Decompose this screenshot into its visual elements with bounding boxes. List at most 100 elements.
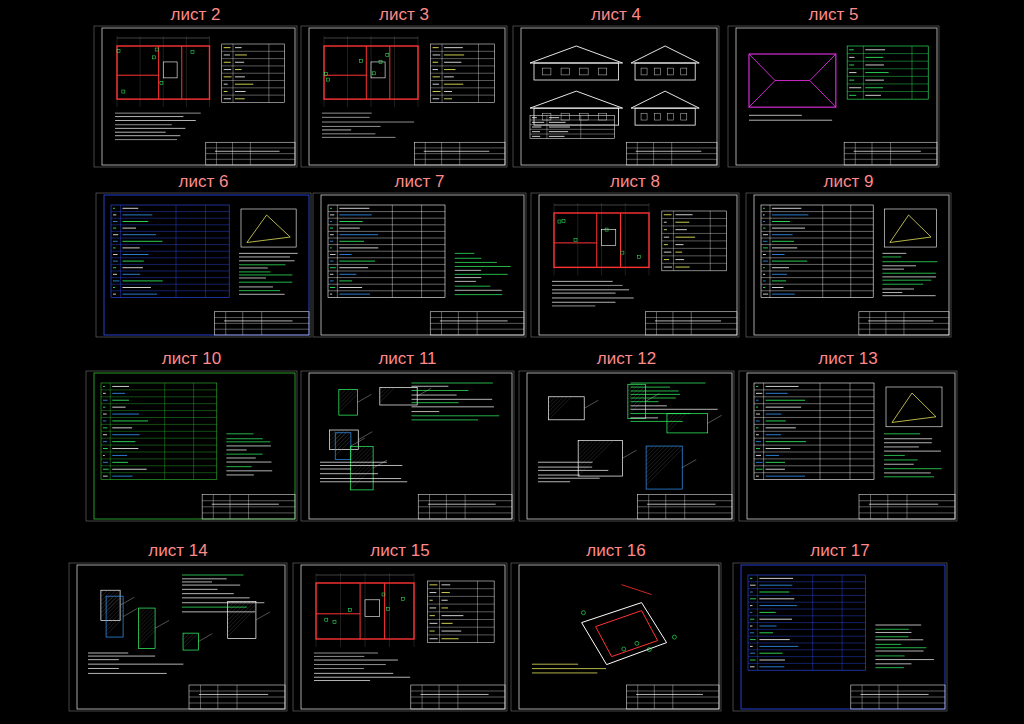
drawing-rect <box>325 73 328 76</box>
drawing-line <box>552 289 629 290</box>
drawing-line <box>530 119 615 120</box>
drawing-line <box>328 238 445 239</box>
drawing-line <box>775 80 810 81</box>
drawing-line <box>675 237 695 238</box>
sheet-label: лист 8 <box>530 171 740 192</box>
drawing-line <box>812 575 813 670</box>
drawing-line <box>328 271 445 272</box>
sheet-label: лист 11 <box>300 348 515 370</box>
sheet-drawing <box>745 192 952 338</box>
drawing-line <box>103 476 108 477</box>
drawing-line <box>875 644 901 645</box>
drawing-rect <box>335 433 351 460</box>
drawing-outline <box>892 393 936 422</box>
drawing-line <box>772 221 790 222</box>
drawing-line <box>228 602 243 617</box>
drawing-rect <box>542 113 550 120</box>
drawing-line <box>549 122 566 123</box>
drawing-line <box>849 49 854 50</box>
drawing-line <box>538 478 600 479</box>
drawing-line <box>239 277 266 278</box>
drawing-line <box>113 208 115 209</box>
drawing-line <box>455 266 511 267</box>
drawing-line <box>139 611 156 628</box>
drawing-line <box>430 615 435 616</box>
drawing-line <box>239 260 295 261</box>
drawing-line <box>763 247 768 248</box>
drawing-line <box>756 448 760 449</box>
drawing-line <box>710 211 711 271</box>
drawing-rect <box>333 621 336 624</box>
drawing-line <box>444 62 461 63</box>
drawing-line <box>444 98 452 99</box>
drawing-line <box>879 685 880 709</box>
sheet-label: лист 16 <box>510 539 722 562</box>
drawing-rect <box>94 26 297 167</box>
drawing-line <box>847 91 928 92</box>
drawing-line <box>756 441 761 442</box>
drawing-line <box>766 434 782 435</box>
drawing-line <box>226 438 262 439</box>
sheet-label: лист 7 <box>312 171 527 192</box>
drawing-line <box>754 403 874 404</box>
drawing-sheet: лист 6 <box>95 171 312 338</box>
drawing-rect <box>316 583 414 639</box>
drawing-line <box>554 242 597 243</box>
drawing-line <box>549 127 570 128</box>
drawing-line <box>662 225 727 226</box>
drawing-line <box>477 581 478 643</box>
sheet-drawing <box>68 562 288 712</box>
drawing-rect <box>736 28 937 165</box>
drawing-line <box>862 685 863 709</box>
drawing-line <box>872 142 873 165</box>
drawing-line <box>766 441 806 442</box>
drawing-rect <box>348 608 351 611</box>
drawing-line <box>330 254 336 255</box>
drawing-line <box>101 424 217 425</box>
drawing-rect <box>654 113 660 120</box>
drawing-rect <box>86 371 297 521</box>
drawing-line <box>749 120 832 121</box>
drawing-line <box>442 638 459 639</box>
drawing-line <box>330 280 334 281</box>
drawing-rect <box>350 446 373 490</box>
drawing-line <box>113 274 117 275</box>
drawing-line <box>761 238 873 239</box>
drawing-line <box>182 581 212 582</box>
drawing-line <box>110 383 111 480</box>
drawing-line <box>756 420 760 421</box>
drawing-line <box>88 659 119 660</box>
tree-symbol <box>672 635 676 639</box>
drawing-line <box>261 312 262 335</box>
drawing-line <box>421 694 489 695</box>
drawing-rect <box>117 46 210 99</box>
drawing-line <box>117 75 159 76</box>
drawing-rect <box>206 142 295 165</box>
drawing-line <box>865 49 885 50</box>
drawing-line <box>428 504 496 505</box>
drawing-line <box>682 460 696 468</box>
drawing-line <box>875 639 923 640</box>
drawing-line <box>412 406 494 407</box>
drawing-line <box>328 218 445 219</box>
drawing-line <box>239 267 268 268</box>
drawing-sheet: лист 3 <box>300 4 508 168</box>
drawing-line <box>766 414 782 415</box>
drawing-line <box>183 633 186 636</box>
drawing-line <box>324 75 366 76</box>
drawing-line <box>673 211 674 271</box>
drawing-rect <box>309 373 512 519</box>
drawing-line <box>158 46 159 99</box>
drawing-line <box>111 211 229 212</box>
drawing-line <box>101 389 217 390</box>
drawing-line <box>339 294 370 295</box>
drawing-outline <box>596 611 658 657</box>
drawing-rect <box>360 59 363 62</box>
drawing-line <box>761 277 873 278</box>
drawing-line <box>847 68 928 69</box>
drawing-line <box>329 430 344 445</box>
drawing-line <box>458 312 459 335</box>
drawing-line <box>655 320 721 321</box>
drawing-line <box>122 247 139 248</box>
